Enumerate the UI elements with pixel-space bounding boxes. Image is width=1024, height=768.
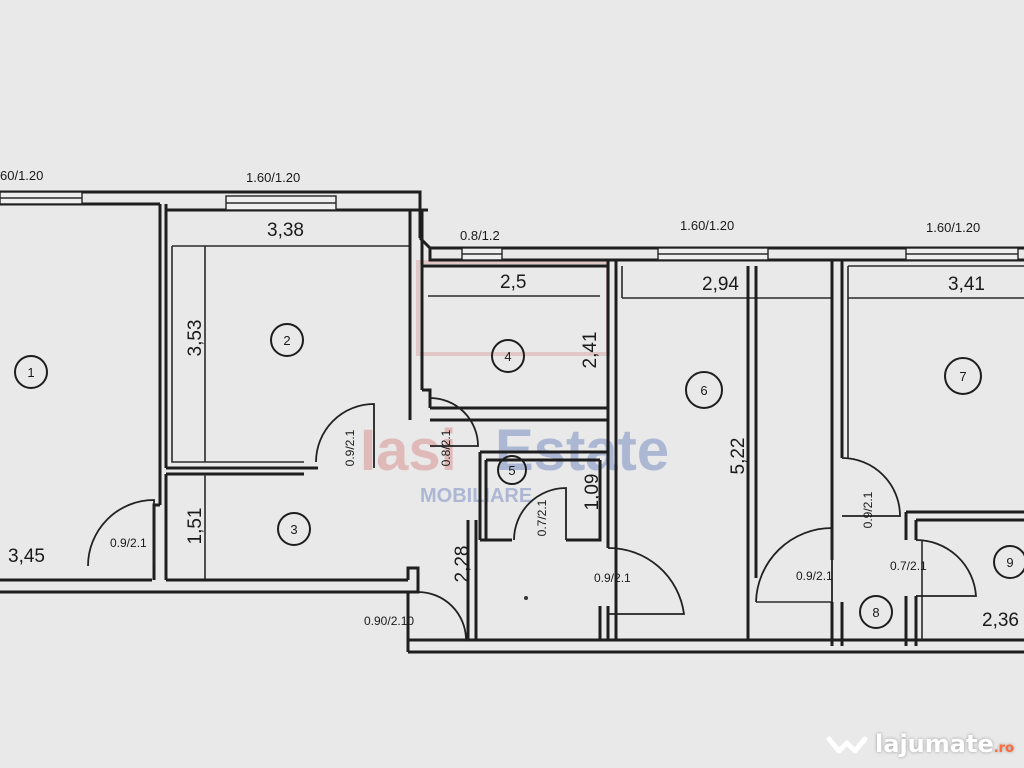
dim-room9-width: 2,36 [982, 610, 1019, 631]
heart-hands-icon [826, 736, 868, 754]
window-label-4: 1.60/1.20 [680, 218, 734, 233]
logo-text: lajumate [875, 730, 994, 758]
door-label-room5: 0.7/2.1 [535, 499, 549, 536]
dim-room2-height: 3,53 [185, 320, 206, 357]
watermark-part1: Iasi [360, 418, 457, 483]
dim-room5-height: 1,09 [582, 474, 603, 511]
door-label-room6: 0.9/2.1 [594, 571, 631, 585]
window-label-1: 60/1.20 [0, 168, 43, 183]
door-swings [87, 397, 977, 641]
logo-tld: .ro [993, 740, 1014, 756]
room-number-5: 5 [508, 463, 515, 478]
room-number-7: 7 [959, 369, 966, 384]
window-labels: 60/1.20 1.60/1.20 0.8/1.2 1.60/1.20 1.60… [0, 168, 980, 243]
room-number-6: 6 [700, 383, 707, 398]
room-numbers: 1 2 3 4 5 6 7 8 9 [14, 323, 1024, 629]
door-label-entry: 0.90/2.10 [364, 614, 414, 628]
room-number-4: 4 [504, 349, 511, 364]
room-number-3: 3 [290, 522, 297, 537]
dim-room1-width: 3,45 [8, 546, 45, 567]
door-label-room2: 0.9/2.1 [343, 429, 357, 466]
door-label-room9: 0.7/2.1 [890, 559, 927, 573]
room-number-1: 1 [27, 365, 34, 380]
dim-room6-width: 2,94 [702, 274, 739, 295]
window-label-3: 0.8/1.2 [460, 228, 500, 243]
room-number-9: 9 [1006, 555, 1013, 570]
dim-room7-width: 3,41 [948, 274, 985, 295]
interior-walls [152, 204, 1024, 652]
dim-room6-height: 5,22 [728, 438, 749, 475]
door-label-room7: 0.9/2.1 [861, 491, 875, 528]
door-label-room4: 0.8/2.1 [439, 429, 453, 466]
lajumate-logo: lajumate .ro [825, 730, 1014, 758]
dim-room4-height: 2,41 [580, 332, 601, 369]
room-number-8: 8 [872, 605, 879, 620]
door-labels: 0.9/2.1 0.8/2.1 0.9/2.1 0.7/2.1 0.9/2.1 … [110, 429, 927, 628]
room-dimensions: 3,38 3,53 2,5 2,41 2,94 5,22 3,41 3,45 1… [8, 220, 1019, 631]
watermark: Iasi Estate MOBILIARE [360, 260, 669, 507]
window-markers [0, 191, 1019, 261]
dim-hall-height: 2,28 [452, 546, 473, 583]
door-label-hallway: 0.9/2.1 [796, 569, 833, 583]
window-label-2: 1.60/1.20 [246, 170, 300, 185]
door-label-room1: 0.9/2.1 [110, 536, 147, 550]
hallway-dot [524, 596, 528, 600]
dim-room4-width: 2,5 [500, 272, 526, 293]
dim-room2-width: 3,38 [267, 220, 304, 241]
room-number-2: 2 [283, 333, 290, 348]
watermark-part3: MOBILIARE [420, 485, 532, 507]
dim-room3-height: 1,51 [185, 508, 206, 545]
window-label-5: 1.60/1.20 [926, 220, 980, 235]
